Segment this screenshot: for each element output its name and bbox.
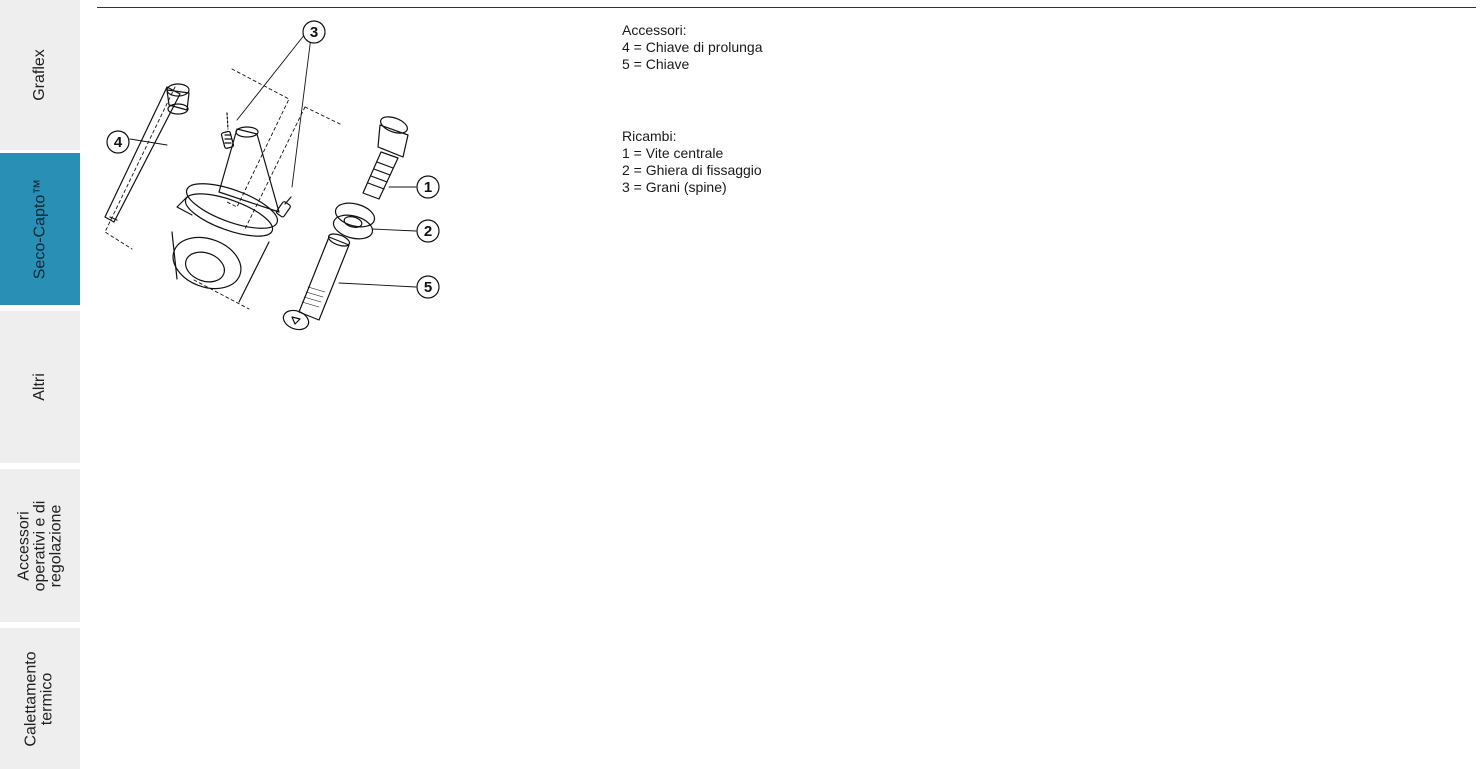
- clamping-nut: [332, 202, 376, 240]
- central-screw: [362, 116, 409, 200]
- tab-altri[interactable]: Altri: [0, 311, 80, 463]
- tab-label-line: termico: [39, 672, 57, 725]
- tab-label: Accessori operativi e di regolazione: [15, 500, 64, 591]
- tab-label-line: Accessori: [15, 510, 32, 581]
- exploded-view-diagram: 3 4 1 2 5: [104, 20, 440, 331]
- side-tabs: Graflex Seco-Capto™ Altri Accessori oper…: [0, 0, 80, 769]
- svg-text:4: 4: [114, 134, 123, 151]
- accessory-item: 5 = Chiave: [622, 56, 690, 72]
- leader-lines: [129, 33, 417, 288]
- tab-graflex[interactable]: Graflex: [0, 0, 80, 150]
- accessory-item: 4 = Chiave di prolunga: [622, 39, 763, 55]
- legend-notes: Accessori: 4 = Chiave di prolunga 5 = Ch…: [622, 22, 763, 251]
- extension-key: [104, 83, 190, 223]
- grub-screws: [220, 112, 292, 218]
- accessories-list: Accessori: 4 = Chiave di prolunga 5 = Ch…: [622, 22, 763, 73]
- spare-item: 2 = Ghiera di fissaggio: [622, 162, 762, 178]
- tab-label: Seco-Capto™: [31, 178, 48, 280]
- svg-text:1: 1: [424, 179, 432, 196]
- tab-label: Altri: [31, 373, 48, 401]
- spare-item: 1 = Vite centrale: [622, 145, 724, 161]
- spares-heading: Ricambi:: [622, 128, 677, 144]
- tab-label-line: regolazione: [47, 504, 64, 587]
- tab-label: Graflex: [30, 49, 48, 101]
- tab-accessori[interactable]: Accessori operativi e di regolazione: [0, 469, 80, 622]
- tab-label-line: Seco-Capto™: [31, 178, 48, 280]
- callout-1: 1: [416, 175, 440, 199]
- assembly-outline: [104, 68, 343, 310]
- tab-label-line: Graflex: [30, 49, 48, 101]
- tab-calettamento[interactable]: Calettamento termico: [0, 628, 80, 769]
- spares-list: Ricambi: 1 = Vite centrale 2 = Ghiera di…: [622, 128, 763, 196]
- svg-text:2: 2: [424, 223, 432, 240]
- tool-holder: [171, 126, 280, 303]
- callout-5: 5: [416, 275, 440, 299]
- svg-text:5: 5: [424, 279, 432, 296]
- spare-item: 3 = Grani (spine): [622, 179, 727, 195]
- callout-3: 3: [302, 20, 326, 44]
- tab-label-line: Altri: [31, 373, 48, 401]
- callout-4: 4: [106, 130, 130, 154]
- tab-label: Calettamento termico: [23, 651, 57, 746]
- svg-text:3: 3: [310, 24, 318, 41]
- accessories-heading: Accessori:: [622, 22, 687, 38]
- callout-2: 2: [416, 219, 440, 243]
- top-divider: [97, 7, 1476, 8]
- tab-seco-capto[interactable]: Seco-Capto™: [0, 153, 80, 305]
- tab-label-line: operativi e di: [31, 500, 48, 591]
- key-tool: [282, 233, 351, 331]
